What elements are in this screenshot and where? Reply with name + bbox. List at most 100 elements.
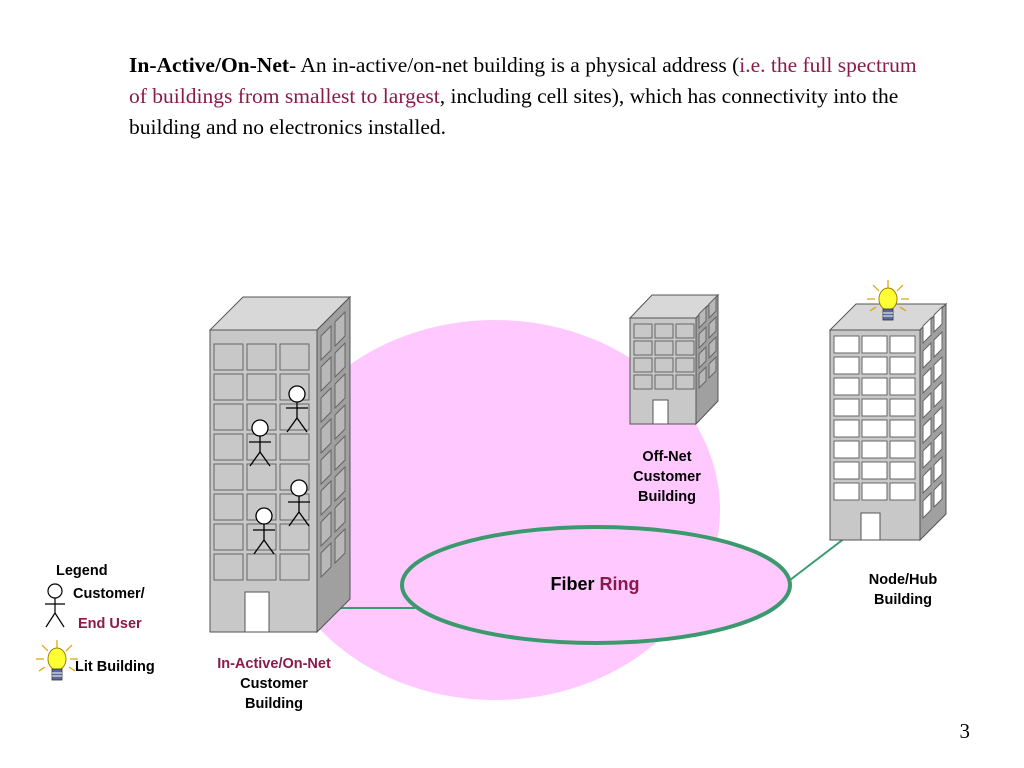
fiber-ring-label-part1: Fiber [550,574,595,594]
inactive-label: In-Active/On-Net Customer Building [196,654,352,714]
inactive-onnet-building [208,295,352,634]
building-window [320,324,332,362]
building-window [933,455,943,484]
lightbulb-icon [867,280,909,321]
building-window [922,341,932,370]
building-window [279,523,310,551]
building-window [861,335,888,354]
building-window [861,461,888,480]
legend-lightbulb-icon [36,640,78,681]
definition-term: In-Active/On-Net [129,53,290,77]
definition-text-1: - An in-active/on-net building is a phys… [289,53,740,77]
building-window [633,374,653,390]
building-window [654,374,674,390]
building-window [861,482,888,501]
building-window [213,493,244,521]
building-window [889,482,916,501]
offnet-label-line: Customer [633,469,701,485]
definition-paragraph: In-Active/On-Net- An in-active/on-net bu… [129,50,919,143]
building-window [833,461,860,480]
building-window [833,440,860,459]
building-window [320,541,332,579]
building-window [922,491,932,520]
legend-title: Legend [56,563,108,579]
nodehub-label-line: Node/Hub [868,572,938,588]
building-window [213,433,244,461]
building-window [933,330,943,359]
building-window [654,340,674,356]
building-window [933,305,943,334]
building-window [246,433,277,461]
building-window [334,310,346,348]
legend-lit-building-label: Lit Building [75,659,155,675]
building-window [213,463,244,491]
building-window [213,553,244,581]
building-window [698,305,707,330]
nodehub-building [828,302,948,542]
nodehub-label-line: Building [874,592,932,608]
building-window [833,398,860,417]
building-window [633,323,653,339]
building-window [861,356,888,375]
legend-customer-icon [45,583,65,628]
building-window [213,373,244,401]
building-window [633,340,653,356]
building-window [861,440,888,459]
definition-text-2: , including cell sites), which has conne… [129,84,899,139]
building-window [833,419,860,438]
building-window [922,366,932,395]
building-window [889,440,916,459]
building-window [633,357,653,373]
building-window [213,343,244,371]
building-window [708,355,717,380]
offnet-label: Off-Net Customer Building [612,447,722,507]
building-window [246,463,277,491]
building-window [698,365,707,390]
inactive-label-line: Building [245,696,303,712]
customer-figure [288,479,310,527]
building-window [922,416,932,445]
building-window [334,465,346,503]
building-window [922,316,932,345]
connector-ring-to-nodehub [789,537,846,581]
building-window [889,377,916,396]
definition-highlight: i.e. the full spectrum of buildings from… [129,53,917,108]
building-window [320,417,332,455]
inactive-label-line: Customer [240,676,308,692]
building-window [933,480,943,509]
building-window [334,527,346,565]
building-window [334,341,346,379]
building-window [922,466,932,495]
building-window [889,419,916,438]
fiber-ring-label-part2: Ring [599,574,640,594]
fiber-ring-label: Fiber Ring [520,572,670,596]
building-window [334,434,346,472]
building-window [708,315,717,340]
building-window [698,345,707,370]
building-window [889,461,916,480]
building-window [334,403,346,441]
offnet-building [628,293,720,426]
building-window [279,343,310,371]
building-window [320,510,332,548]
building-window [675,374,695,390]
building-window [213,523,244,551]
building-window [675,357,695,373]
building-window [861,377,888,396]
building-window [213,403,244,431]
building-window [246,343,277,371]
nodehub-label: Node/Hub Building [848,570,958,610]
building-window [675,340,695,356]
customer-figure [253,507,275,555]
building-window [246,523,277,551]
building-window [861,398,888,417]
building-window [246,373,277,401]
building-window [861,419,888,438]
legend-customer-label: Customer/ [73,586,145,602]
building-window [922,441,932,470]
page-number: 3 [959,719,971,743]
building-window [933,355,943,384]
building-window [833,335,860,354]
building-window [833,356,860,375]
